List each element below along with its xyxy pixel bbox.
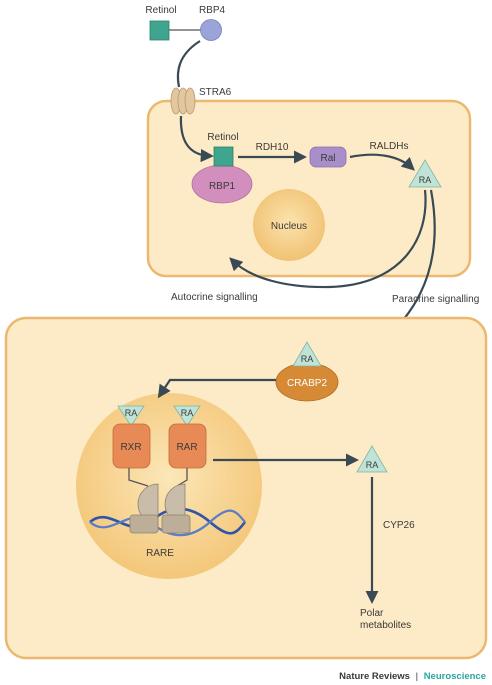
ra-rxr-label: RA (125, 408, 138, 418)
stra6-channel-right (184, 87, 196, 115)
retinol-square-icon (149, 20, 170, 41)
retinol-bound-square-icon (213, 146, 234, 167)
entry-arrow (179, 115, 214, 163)
autocrine-arrow (229, 189, 427, 289)
cell1-nucleus (253, 189, 325, 261)
rare-block-right (161, 514, 191, 534)
retinol-cell-label: Retinol (207, 132, 238, 143)
rare-block-left (129, 514, 159, 534)
ral-label: Ral (320, 153, 335, 164)
ra-triangle-cell1-icon (408, 159, 442, 188)
ra-crabp2-label: RA (301, 354, 314, 364)
raldhs-arrow (349, 153, 415, 171)
paracrine-label: Paracrine signalling (392, 294, 479, 305)
rxr-label: RXR (120, 442, 141, 453)
rar-stalk (176, 468, 188, 487)
ra-free-label: RA (366, 460, 379, 470)
rbp4-top-label: RBP4 (199, 5, 226, 16)
credit-section: Neuroscience (424, 671, 486, 682)
nucleus-label: Nucleus (271, 221, 307, 232)
credit-separator: | (416, 671, 418, 682)
ra-rar-label: RA (181, 408, 194, 418)
ra-triangle-rar-icon (173, 405, 201, 427)
autocrine-label: Autocrine signalling (171, 292, 258, 303)
uptake-arrow (176, 40, 201, 88)
rare-label: RARE (146, 548, 174, 559)
crabp2-to-nucleus-arrow (157, 378, 276, 399)
polar-metabolites-line1: Polar (360, 608, 384, 619)
raldhs-label: RALDHs (370, 141, 409, 152)
ra-triangle-rxr-icon (117, 405, 145, 427)
dna-strand-2 (89, 509, 246, 537)
polar-metabolites-line2: metabolites (360, 620, 411, 631)
cyp26-label: CYP26 (383, 520, 415, 531)
rxr-box (112, 423, 151, 469)
stra6-label: STRA6 (199, 87, 232, 98)
rbp1-label: RBP1 (209, 181, 236, 192)
ra-cell1-label: RA (419, 175, 432, 185)
rxr-stalk (128, 468, 149, 487)
signalling-cell (146, 99, 472, 278)
ra-triangle-crabp2-icon (292, 341, 322, 367)
credit-journal: Nature Reviews (339, 671, 410, 682)
retinol-top-label: Retinol (145, 5, 176, 16)
crabp2-label: CRABP2 (287, 378, 327, 389)
ra-triangle-free-icon (356, 445, 388, 473)
rar-label: RAR (176, 442, 197, 453)
credit-line: Nature Reviews | Neuroscience (339, 671, 486, 682)
rbp4-circle-icon (200, 19, 222, 41)
ral-box (309, 146, 347, 168)
rdh10-label: RDH10 (256, 142, 289, 153)
